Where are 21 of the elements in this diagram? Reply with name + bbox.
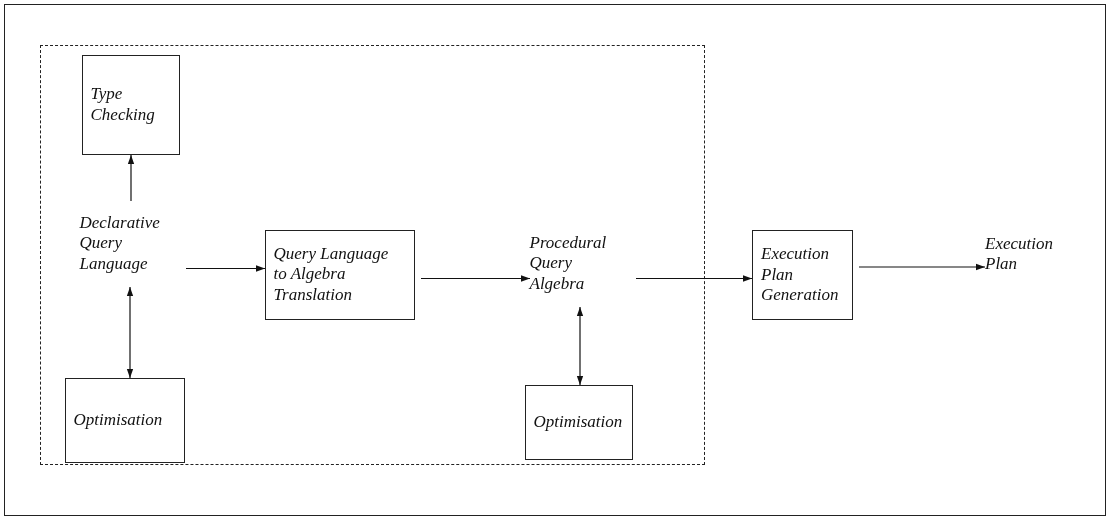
arrow — [126, 286, 134, 379]
arrow — [185, 265, 266, 272]
node-label: Execution Plan — [985, 233, 1054, 275]
arrow — [858, 263, 986, 271]
arrow — [635, 275, 753, 282]
node-label: Procedural Query Algebra — [529, 232, 608, 295]
node-label: Query Language to Algebra Translation — [273, 243, 390, 306]
process-box — [81, 54, 180, 155]
node-label: Type Checking — [90, 84, 156, 125]
arrow — [420, 275, 531, 282]
process-box — [752, 230, 853, 320]
process-box — [264, 229, 415, 320]
node-label: Optimisation — [73, 409, 163, 431]
arrow — [127, 154, 135, 202]
process-box — [524, 384, 633, 460]
dashed-group-box — [40, 45, 705, 465]
node-label: Optimisation — [533, 411, 623, 433]
arrow — [576, 306, 584, 386]
node-label: Declarative Query Language — [79, 212, 161, 275]
node-label: Execution Plan Generation — [761, 244, 840, 306]
process-box — [64, 377, 185, 463]
